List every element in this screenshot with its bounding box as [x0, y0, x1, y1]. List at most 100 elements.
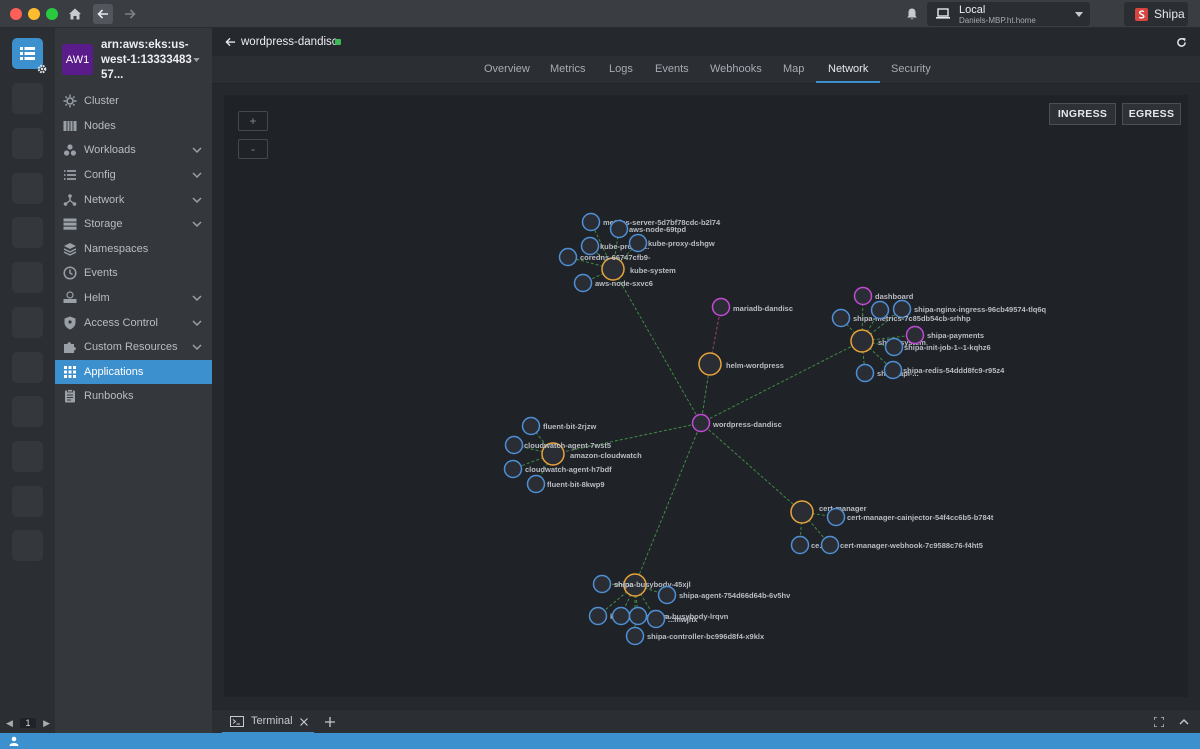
node-circle[interactable]	[625, 626, 645, 646]
graph-node-metrics-server[interactable]: metrics-server-5d7bf78cdc-b2l74	[581, 212, 721, 232]
node-circle[interactable]	[601, 257, 625, 281]
node-circle[interactable]	[657, 585, 677, 605]
node-circle[interactable]	[884, 337, 904, 357]
node-circle[interactable]	[831, 308, 851, 328]
node-circle[interactable]	[628, 606, 648, 626]
node-circle[interactable]	[558, 247, 578, 267]
chevron-down-icon[interactable]	[192, 293, 202, 303]
graph-node-fluent-bit-8kwp9[interactable]: fluent-bit-8kwp9	[526, 474, 605, 494]
graph-node-shipa-x[interactable]	[870, 300, 890, 320]
graph-node-aws-node-sxvc6[interactable]: aws-node-sxvc6	[573, 273, 653, 293]
graph-node-shipa-b2[interactable]	[611, 606, 631, 626]
hotbar-slot[interactable]	[12, 173, 43, 204]
graph-node-shipa-b4[interactable]: ...mwjhx	[646, 609, 699, 629]
hotbar-next-icon[interactable]: ▶	[43, 717, 50, 728]
node-circle[interactable]	[581, 212, 601, 232]
graph-node-fluent-bit-2rjzw[interactable]: fluent-bit-2rjzw	[521, 416, 597, 436]
refresh-icon[interactable]	[1176, 37, 1187, 48]
node-circle[interactable]	[628, 233, 648, 253]
node-circle[interactable]	[698, 352, 722, 376]
hotbar-slot[interactable]	[12, 396, 43, 427]
node-circle[interactable]	[521, 416, 541, 436]
node-circle[interactable]	[611, 606, 631, 626]
fullscreen-icon[interactable]	[1154, 717, 1164, 727]
node-circle[interactable]	[646, 609, 666, 629]
node-circle[interactable]	[526, 474, 546, 494]
graph-node-mariadb-dandisc[interactable]: mariadb-dandisc	[711, 297, 794, 317]
node-circle[interactable]	[905, 325, 925, 345]
node-circle[interactable]	[892, 299, 912, 319]
sidebar-item-events[interactable]: Events	[55, 261, 212, 285]
network-graph[interactable]: wordpress-dandischelm-wordpressmariadb-d…	[224, 95, 1188, 697]
graph-node-wordpress-dandisc[interactable]: wordpress-dandisc	[691, 413, 782, 433]
node-circle[interactable]	[870, 300, 890, 320]
graph-node-cert-manager-cainjector[interactable]: cert-manager-cainjector-54f4cc6b5-b784t	[826, 507, 994, 527]
tab-map[interactable]: Map	[783, 63, 805, 75]
graph-node-aws-node-69tpd[interactable]: aws-node-69tpd	[609, 219, 687, 239]
node-circle[interactable]	[790, 500, 814, 524]
plus-icon[interactable]	[325, 717, 335, 727]
node-circle[interactable]	[790, 535, 810, 555]
tab-events[interactable]: Events	[655, 63, 689, 75]
node-circle[interactable]	[855, 363, 875, 383]
graph-node-cert-manager-webhook[interactable]: cert-manager-webhook-7c9588c76-f4ht5	[820, 535, 983, 555]
hotbar-slot[interactable]	[12, 486, 43, 517]
notifications-button[interactable]	[902, 4, 922, 24]
graph-node-shipa-redis[interactable]: shipa-redis-54ddd8fc9-r95z4	[883, 360, 1006, 380]
tab-overview[interactable]: Overview	[484, 63, 530, 75]
sidebar-item-runbooks[interactable]: Runbooks	[55, 384, 212, 408]
sidebar-item-access-control[interactable]: Access Control	[55, 311, 212, 335]
hotbar-slot[interactable]	[12, 530, 43, 561]
graph-node-dashboard[interactable]: dashboard	[853, 286, 914, 306]
hotbar-catalog-button[interactable]	[12, 38, 47, 74]
forward-button[interactable]	[120, 4, 140, 24]
hotbar-slot[interactable]	[12, 352, 43, 383]
close-window-button[interactable]	[10, 8, 22, 20]
zoom-in-button[interactable]: +	[238, 111, 268, 131]
graph-node-shipa-metrics[interactable]: shipa-metrics-7c85db54cb-srhhp	[831, 308, 971, 328]
sidebar-item-storage[interactable]: Storage	[55, 212, 212, 236]
graph-node-shipa-payments[interactable]: shipa-payments	[905, 325, 985, 345]
hotbar-slot[interactable]	[12, 217, 43, 248]
tab-security[interactable]: Security	[891, 63, 931, 75]
node-circle[interactable]	[580, 236, 600, 256]
chevron-down-icon[interactable]	[192, 195, 202, 205]
node-circle[interactable]	[820, 535, 840, 555]
node-circle[interactable]	[609, 219, 629, 239]
zoom-out-button[interactable]: -	[238, 139, 268, 159]
cluster-header[interactable]: AW1 arn:aws:eks:us-west-1:1333348357...	[55, 28, 212, 88]
tab-network[interactable]: Network	[828, 63, 869, 75]
sidebar-item-applications[interactable]: Applications	[55, 360, 212, 384]
graph-node-coredns[interactable]: coredns-66747cfb9-	[558, 247, 651, 267]
hotbar-slot[interactable]	[12, 262, 43, 293]
graph-node-cert-manager[interactable]: cert-manager	[790, 500, 867, 524]
graph-node-kube-proxy-a[interactable]: kube-proxy-...	[580, 236, 650, 256]
node-circle[interactable]	[623, 573, 647, 597]
sidebar-item-config[interactable]: Config	[55, 163, 212, 187]
tab-logs[interactable]: Logs	[609, 63, 633, 75]
node-circle[interactable]	[588, 606, 608, 626]
graph-node-cert-manager-pod[interactable]: ce...	[790, 535, 826, 555]
chevron-down-icon[interactable]	[192, 170, 202, 180]
graph-node-shipa-agent[interactable]: shipa-agent-754d66d64b-6v5hv	[657, 585, 792, 605]
hotbar-slot[interactable]	[12, 441, 43, 472]
node-circle[interactable]	[853, 286, 873, 306]
graph-node-shipa[interactable]: shipa	[614, 573, 647, 597]
node-circle[interactable]	[503, 459, 523, 479]
close-icon[interactable]	[300, 718, 308, 726]
hotbar-slot[interactable]	[12, 307, 43, 338]
ingress-button[interactable]: INGRESS	[1049, 103, 1116, 125]
back-button[interactable]	[93, 4, 113, 24]
egress-button[interactable]: EGRESS	[1122, 103, 1181, 125]
graph-node-shipa-system[interactable]: shipa-system	[850, 329, 926, 353]
graph-node-cloudwatch-agent-7wst5[interactable]: cloudwatch-agent-7wst5	[504, 435, 612, 455]
graph-node-amazon-cloudwatch[interactable]: amazon-cloudwatch	[541, 442, 642, 466]
graph-node-shipa-busybody-2[interactable]: shipa-busybody-lrqvn	[628, 606, 729, 626]
chevron-down-icon[interactable]	[192, 219, 202, 229]
home-button[interactable]	[65, 4, 85, 24]
tab-webhooks[interactable]: Webhooks	[710, 63, 762, 75]
chevron-down-icon[interactable]	[192, 145, 202, 155]
node-circle[interactable]	[691, 413, 711, 433]
graph-node-shipa-ingress[interactable]: shipa-nginx-ingress-96cb49574-tlq6q	[892, 299, 1047, 319]
graph-node-kube-system[interactable]: kube-system	[601, 257, 676, 281]
